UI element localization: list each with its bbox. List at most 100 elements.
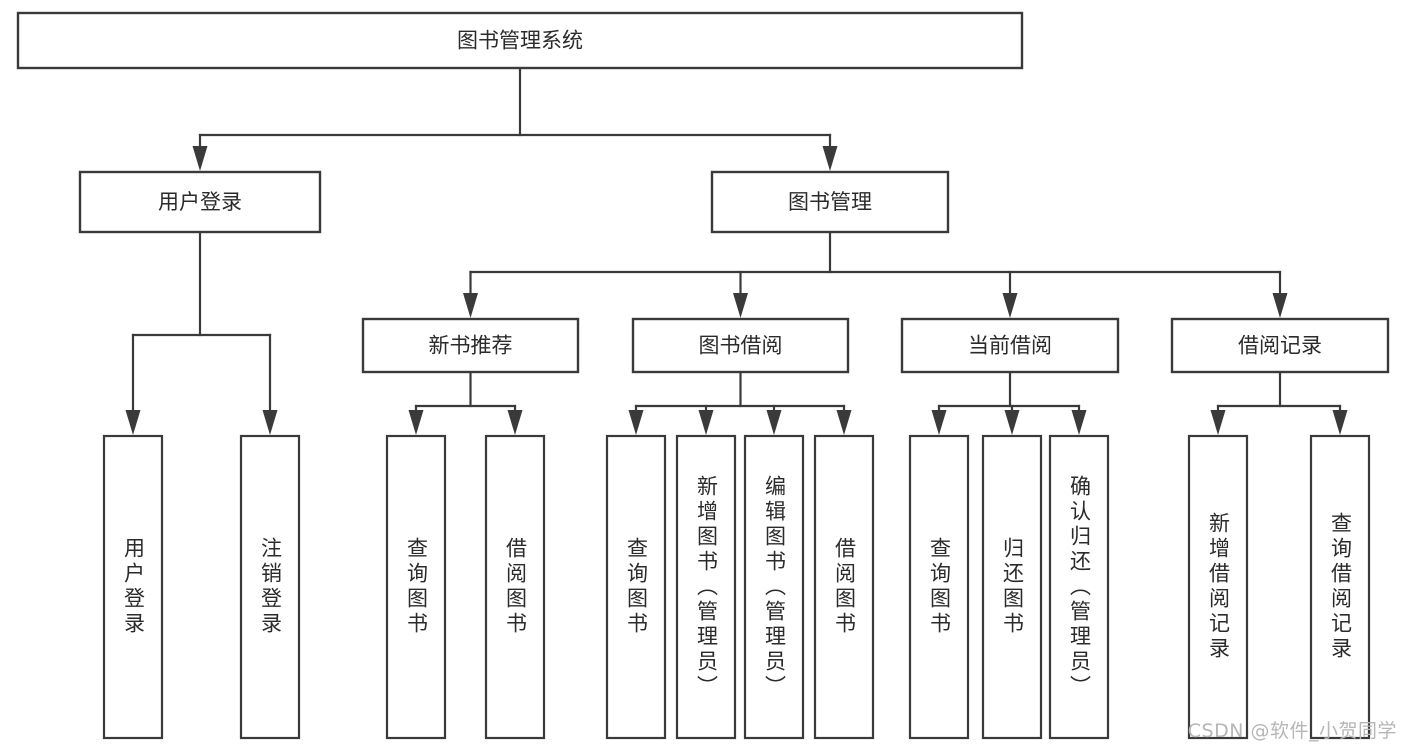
node-label-wrap-leaf-return-book: 归还图书 [1000,537,1025,637]
node-box-leaf-user-login[interactable] [102,434,164,740]
node-book-borrow[interactable]: 图书借阅 [631,317,850,374]
node-leaf-query-record[interactable]: 查询借阅记录 [1309,434,1371,740]
node-box-leaf-query-book-2[interactable] [605,434,667,740]
connector-arrowhead [822,146,838,171]
connector-arrowhead [1272,293,1288,318]
connector-arrowhead [628,410,644,435]
node-box-new-book-rec[interactable] [361,317,580,374]
connector-arrowhead [408,410,424,435]
node-box-leaf-query-book-1[interactable] [385,434,447,740]
node-label-root: 图书管理系统 [457,29,583,53]
node-label-leaf-user-logout: 注销登录 [258,537,283,637]
node-box-leaf-add-book[interactable] [675,434,737,740]
connector-group-new-book-rec [408,370,523,435]
node-box-leaf-borrow-book-2[interactable] [813,434,875,740]
connector-arrowhead [931,410,947,435]
node-leaf-edit-book[interactable]: 编辑图书（管理员） [743,434,805,740]
node-label-leaf-borrow-book-1: 借阅图书 [503,537,528,637]
node-label-wrap-leaf-confirm-return: 确认归还（管理员） [1067,474,1092,700]
node-label-wrap-leaf-query-book-3: 查询图书 [927,537,952,637]
node-label-leaf-add-record: 新增借阅记录 [1206,512,1231,662]
node-label-wrap-leaf-edit-book: 编辑图书（管理员） [762,474,787,700]
node-label-wrap-leaf-query-book-1: 查询图书 [404,537,429,637]
node-label-wrap-leaf-query-book-2: 查询图书 [624,537,649,637]
connector-group-book-borrow [628,370,852,435]
node-user-login[interactable]: 用户登录 [78,170,322,234]
connector-layer [125,66,1348,435]
node-label-wrap-leaf-borrow-book-1: 借阅图书 [503,537,528,637]
node-label-wrap-leaf-borrow-book-2: 借阅图书 [832,537,857,637]
node-label-leaf-borrow-book-2: 借阅图书 [832,537,857,637]
connector-arrowhead [507,410,523,435]
node-leaf-return-book[interactable]: 归还图书 [981,434,1043,740]
connector-arrowhead [1332,410,1348,435]
node-box-leaf-return-book[interactable] [981,434,1043,740]
node-box-leaf-query-record[interactable] [1309,434,1371,740]
node-box-borrow-record[interactable] [1170,317,1390,374]
node-leaf-query-book-1[interactable]: 查询图书 [385,434,447,740]
node-box-current-borrow[interactable] [900,317,1120,374]
connector-arrowhead [1071,410,1087,435]
connector-arrowhead [1002,293,1018,318]
node-label-wrap-leaf-user-login: 用户登录 [121,537,146,637]
connector-arrowhead [192,146,208,171]
node-leaf-confirm-return[interactable]: 确认归还（管理员） [1048,434,1110,740]
node-leaf-add-record[interactable]: 新增借阅记录 [1187,434,1249,740]
connector-group-user-login [125,230,278,435]
node-book-manage[interactable]: 图书管理 [710,170,950,234]
node-leaf-user-logout[interactable]: 注销登录 [239,434,301,740]
connector-arrowhead [262,410,278,435]
connector-arrowhead [463,293,478,318]
node-box-book-manage[interactable] [710,170,950,234]
node-label-leaf-edit-book: 编辑图书（管理员） [762,474,787,700]
connector-arrowhead [733,293,748,318]
node-leaf-borrow-book-1[interactable]: 借阅图书 [484,434,546,740]
node-label-wrap-leaf-query-record: 查询借阅记录 [1328,512,1353,662]
connector-group-book-manage [463,230,1288,318]
connector-arrowhead [836,410,852,435]
node-leaf-query-book-2[interactable]: 查询图书 [605,434,667,740]
node-label-leaf-query-book-2: 查询图书 [624,537,649,637]
node-label-current-borrow: 当前借阅 [968,334,1052,358]
node-label-book-manage: 图书管理 [788,190,872,214]
node-label-leaf-return-book: 归还图书 [1000,537,1025,637]
connector-arrowhead [125,410,141,435]
node-box-leaf-query-book-3[interactable] [908,434,970,740]
node-leaf-borrow-book-2[interactable]: 借阅图书 [813,434,875,740]
node-label-new-book-rec: 新书推荐 [429,334,513,358]
node-box-book-borrow[interactable] [631,317,850,374]
node-label-leaf-query-book-1: 查询图书 [404,537,429,637]
node-label-leaf-add-book: 新增图书（管理员） [694,474,719,700]
connector-arrowhead [698,410,714,435]
node-leaf-add-book[interactable]: 新增图书（管理员） [675,434,737,740]
node-box-leaf-borrow-book-1[interactable] [484,434,546,740]
node-box-user-login[interactable] [78,170,322,234]
connector-group-current-borrow [931,370,1087,435]
connector-group-root [192,66,838,171]
node-label-book-borrow: 图书借阅 [699,334,783,358]
node-box-leaf-user-logout[interactable] [239,434,301,740]
node-label-leaf-query-record: 查询借阅记录 [1328,512,1353,662]
node-label-wrap-leaf-add-record: 新增借阅记录 [1206,512,1231,662]
node-layer: 图书管理系统用户登录图书管理新书推荐图书借阅当前借阅借阅记录用户登录注销登录查询… [16,11,1390,740]
node-box-root[interactable] [16,11,1024,70]
node-box-leaf-confirm-return[interactable] [1048,434,1110,740]
node-box-leaf-edit-book[interactable] [743,434,805,740]
node-label-wrap-leaf-user-logout: 注销登录 [258,537,283,637]
node-root[interactable]: 图书管理系统 [16,11,1024,70]
node-leaf-user-login[interactable]: 用户登录 [102,434,164,740]
node-label-leaf-user-login: 用户登录 [121,537,146,637]
node-label-wrap-leaf-add-book: 新增图书（管理员） [694,474,719,700]
node-label-leaf-confirm-return: 确认归还（管理员） [1067,474,1092,700]
node-borrow-record[interactable]: 借阅记录 [1170,317,1390,374]
node-new-book-rec[interactable]: 新书推荐 [361,317,580,374]
node-label-borrow-record: 借阅记录 [1238,334,1322,358]
node-current-borrow[interactable]: 当前借阅 [900,317,1120,374]
connector-arrowhead [766,410,782,435]
node-leaf-query-book-3[interactable]: 查询图书 [908,434,970,740]
connector-arrowhead [1004,410,1020,435]
node-label-leaf-query-book-3: 查询图书 [927,537,952,637]
node-box-leaf-add-record[interactable] [1187,434,1249,740]
